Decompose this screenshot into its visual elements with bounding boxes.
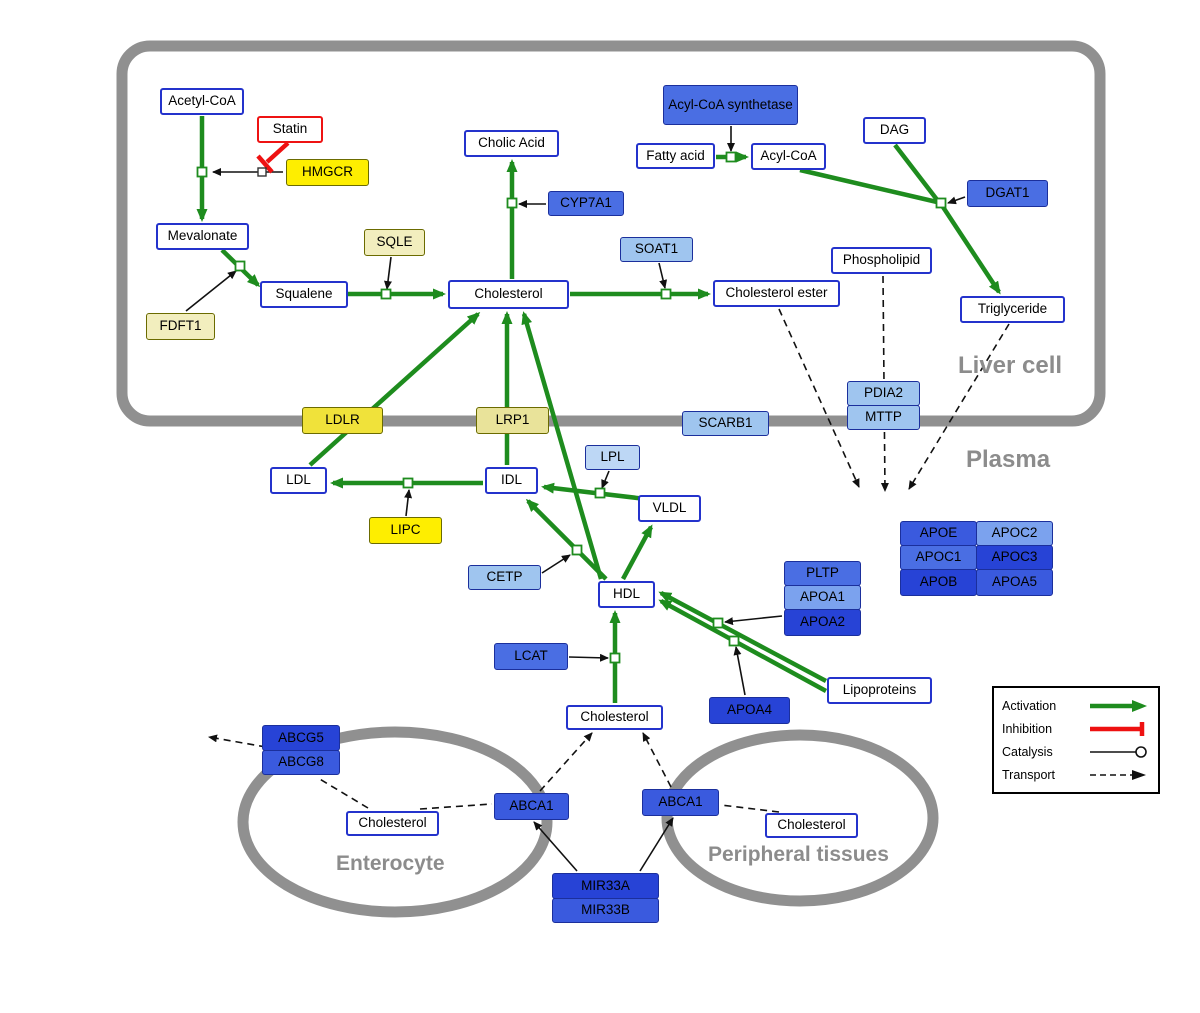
node-mir33b[interactable]: MIR33B	[552, 898, 659, 923]
node-cholesterol-ester[interactable]: Cholesterol ester	[713, 280, 840, 307]
node-phospholipid[interactable]: Phospholipid	[831, 247, 932, 274]
node-acetyl-coa[interactable]: Acetyl-CoA	[160, 88, 244, 115]
node-apoa2[interactable]: APOA2	[784, 609, 861, 636]
node-abcg8[interactable]: ABCG8	[262, 750, 340, 775]
reaction-nodes	[196, 151, 947, 664]
node-scarb1[interactable]: SCARB1	[682, 411, 769, 436]
node-dag[interactable]: DAG	[863, 117, 926, 144]
node-vldl[interactable]: VLDL	[638, 495, 701, 522]
catalysis-circle-icon	[1090, 745, 1147, 758]
node-acyl-coa[interactable]: Acyl-CoA	[751, 143, 826, 170]
liver-cell-membrane	[116, 40, 1106, 427]
node-cholic-acid[interactable]: Cholic Acid	[464, 130, 559, 157]
node-apob[interactable]: APOB	[900, 569, 977, 596]
node-mir33a[interactable]: MIR33A	[552, 873, 659, 899]
enterocyte-membrane	[237, 726, 553, 918]
legend-catalysis-label: Catalysis	[1002, 744, 1053, 759]
node-soat1[interactable]: SOAT1	[620, 237, 693, 262]
legend-row-transport: Transport	[1002, 763, 1150, 786]
legend-row-inhibition: Inhibition	[1002, 717, 1150, 740]
legend-inhibition-label: Inhibition	[1002, 721, 1053, 736]
legend: Activation Inhibition Catalysis Transpor…	[992, 686, 1160, 794]
inhibition-edge-statin	[256, 141, 290, 174]
node-lipc[interactable]: LIPC	[369, 517, 442, 544]
node-pdia2[interactable]: PDIA2	[847, 381, 920, 406]
node-idl[interactable]: IDL	[485, 467, 538, 494]
node-apoa1[interactable]: APOA1	[784, 585, 861, 610]
node-apoa4[interactable]: APOA4	[709, 697, 790, 724]
node-ldlr[interactable]: LDLR	[302, 407, 383, 434]
legend-transport-label: Transport	[1002, 767, 1056, 782]
node-pltp[interactable]: PLTP	[784, 561, 861, 586]
node-lpl[interactable]: LPL	[585, 445, 640, 470]
node-hdl[interactable]: HDL	[598, 581, 655, 608]
node-cholesterol-enterocyte[interactable]: Cholesterol	[346, 811, 439, 836]
label-plasma: Plasma	[966, 446, 1051, 473]
node-apoc3[interactable]: APOC3	[976, 545, 1053, 570]
catalysis-edges	[185, 126, 966, 872]
legend-row-activation: Activation	[1002, 694, 1150, 717]
label-peripheral-tissues: Peripheral tissues	[708, 843, 889, 866]
transport-edges	[208, 275, 1010, 813]
node-apoa5[interactable]: APOA5	[976, 569, 1053, 596]
node-fdft1[interactable]: FDFT1	[146, 313, 215, 340]
node-fatty-acid[interactable]: Fatty acid	[636, 143, 715, 169]
activation-edges	[196, 116, 1001, 703]
node-abcg5[interactable]: ABCG5	[262, 725, 340, 751]
label-liver-cell: Liver cell	[958, 352, 1063, 379]
node-dgat1[interactable]: DGAT1	[967, 180, 1048, 207]
node-acyl-coa-synthetase[interactable]: Acyl-CoA synthetase	[663, 85, 798, 125]
node-cholesterol-liver[interactable]: Cholesterol	[448, 280, 569, 309]
node-abca1-right[interactable]: ABCA1	[642, 789, 719, 816]
node-ldl[interactable]: LDL	[270, 467, 327, 494]
node-mevalonate[interactable]: Mevalonate	[156, 223, 249, 250]
node-abca1-left[interactable]: ABCA1	[494, 793, 569, 820]
legend-activation-label: Activation	[1002, 698, 1057, 713]
node-cyp7a1[interactable]: CYP7A1	[548, 191, 624, 216]
node-statin[interactable]: Statin	[257, 116, 323, 143]
label-enterocyte: Enterocyte	[336, 852, 445, 875]
node-cetp[interactable]: CETP	[468, 565, 541, 590]
node-lipoproteins[interactable]: Lipoproteins	[827, 677, 932, 704]
node-hmgcr[interactable]: HMGCR	[286, 159, 369, 186]
node-cholesterol-peripheral[interactable]: Cholesterol	[765, 813, 858, 838]
inhibition-tbar-icon	[1090, 721, 1145, 736]
node-sqle[interactable]: SQLE	[364, 229, 425, 256]
node-apoc1[interactable]: APOC1	[900, 545, 977, 570]
node-lcat[interactable]: LCAT	[494, 643, 568, 670]
node-triglyceride[interactable]: Triglyceride	[960, 296, 1065, 323]
legend-row-catalysis: Catalysis	[1002, 740, 1150, 763]
node-apoe[interactable]: APOE	[900, 521, 977, 546]
node-cholesterol-plasma[interactable]: Cholesterol	[566, 705, 663, 730]
transport-dashed-arrow-icon	[1090, 769, 1146, 780]
node-apoc2[interactable]: APOC2	[976, 521, 1053, 546]
node-mttp[interactable]: MTTP	[847, 405, 920, 430]
inhibition-junction-node	[257, 167, 267, 177]
activation-arrow-icon	[1090, 699, 1147, 712]
node-lrp1[interactable]: LRP1	[476, 407, 549, 434]
node-squalene[interactable]: Squalene	[260, 281, 348, 308]
